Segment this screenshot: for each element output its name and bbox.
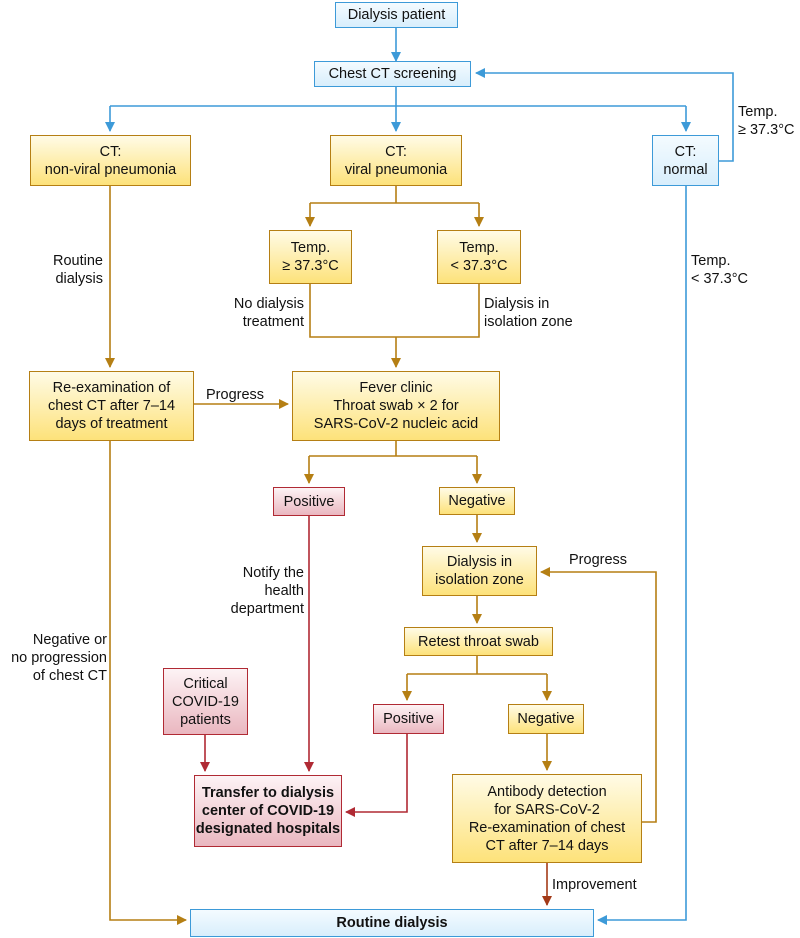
node-chest-ct-screening: Chest CT screening <box>314 61 471 87</box>
label-dialysis-isolation: Dialysis in isolation zone <box>484 296 573 330</box>
label-notify-health-department: Notify the health department <box>230 565 304 617</box>
arrow-antibody-progress-loop <box>540 567 657 823</box>
node-positive-2: Positive <box>373 704 444 734</box>
node-temp-low: Temp. < 37.3°C <box>437 230 521 284</box>
node-reexamination-chest-ct: Re-examination of chest CT after 7–14 da… <box>29 371 194 441</box>
node-antibody-detection: Antibody detection for SARS-CoV-2 Re-exa… <box>452 774 642 863</box>
node-dialysis-patient: Dialysis patient <box>335 2 458 28</box>
arrow-normal-loop-back <box>475 68 734 162</box>
arrow-reexam-to-routine <box>109 441 187 925</box>
label-no-dialysis-treatment: No dialysis treatment <box>233 296 304 330</box>
arrow-positive2-to-transfer <box>345 734 408 817</box>
node-ct-viral-pneumonia: CT: viral pneumonia <box>330 135 462 186</box>
label-progress-2: Progress <box>569 552 628 568</box>
node-ct-nonviral-pneumonia: CT: non-viral pneumonia <box>30 135 191 186</box>
node-temp-high: Temp. ≥ 37.3°C <box>269 230 352 284</box>
arrow-normal-to-routine <box>597 186 687 925</box>
node-positive-1: Positive <box>273 487 345 516</box>
line-temp-high-down <box>309 284 396 338</box>
label-negative-no-progression: Negative or no progression of chest CT <box>11 632 107 684</box>
label-progress-1: Progress <box>206 387 265 403</box>
node-critical-covid-patients: Critical COVID-19 patients <box>163 668 248 735</box>
label-temp-loop: Temp. ≥ 37.3°C <box>738 104 795 138</box>
line-temp-low-down <box>396 284 480 338</box>
label-routine-dialysis: Routine dialysis <box>53 253 103 287</box>
node-negative-2: Negative <box>508 704 584 734</box>
node-dialysis-isolation-zone: Dialysis in isolation zone <box>422 546 537 596</box>
node-retest-throat-swab: Retest throat swab <box>404 627 553 656</box>
node-fever-clinic: Fever clinic Throat swab × 2 for SARS-Co… <box>292 371 500 441</box>
node-transfer-designated-hospitals: Transfer to dialysis center of COVID-19 … <box>194 775 342 847</box>
label-improvement: Improvement <box>552 877 637 893</box>
node-negative-1: Negative <box>439 487 515 515</box>
node-routine-dialysis: Routine dialysis <box>190 909 594 937</box>
label-temp-normal: Temp. < 37.3°C <box>691 253 748 287</box>
node-ct-normal: CT: normal <box>652 135 719 186</box>
